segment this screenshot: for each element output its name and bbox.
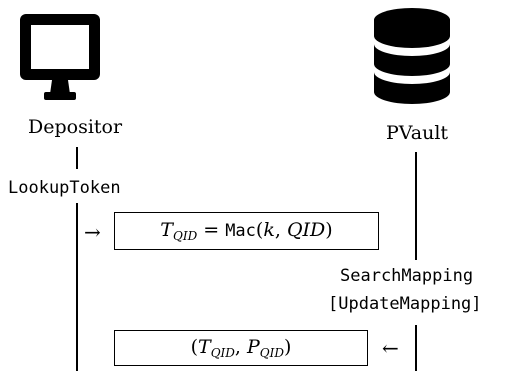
right-arrow: → bbox=[84, 220, 101, 244]
monitor-icon bbox=[20, 14, 100, 100]
depositor-lifeline-top bbox=[76, 147, 78, 169]
pvault-lifeline-bottom bbox=[415, 325, 417, 371]
token-equation: TQID = Mac(k, QID) bbox=[160, 219, 333, 243]
pvault-lifeline bbox=[415, 152, 417, 260]
depositor-label: Depositor bbox=[28, 116, 123, 138]
token-pair: (TQID, PQID) bbox=[190, 336, 292, 360]
update-mapping-label: [UpdateMapping] bbox=[328, 294, 482, 314]
token-response-box: (TQID, PQID) bbox=[114, 330, 368, 366]
left-arrow: ← bbox=[382, 336, 399, 360]
lookup-token-label: LookupToken bbox=[8, 178, 121, 198]
search-mapping-label: SearchMapping bbox=[340, 266, 474, 286]
database-icon bbox=[374, 8, 450, 104]
pvault-label: PVault bbox=[386, 122, 449, 144]
depositor-lifeline bbox=[76, 203, 78, 371]
token-computation-box: TQID = Mac(k, QID) bbox=[114, 212, 379, 250]
